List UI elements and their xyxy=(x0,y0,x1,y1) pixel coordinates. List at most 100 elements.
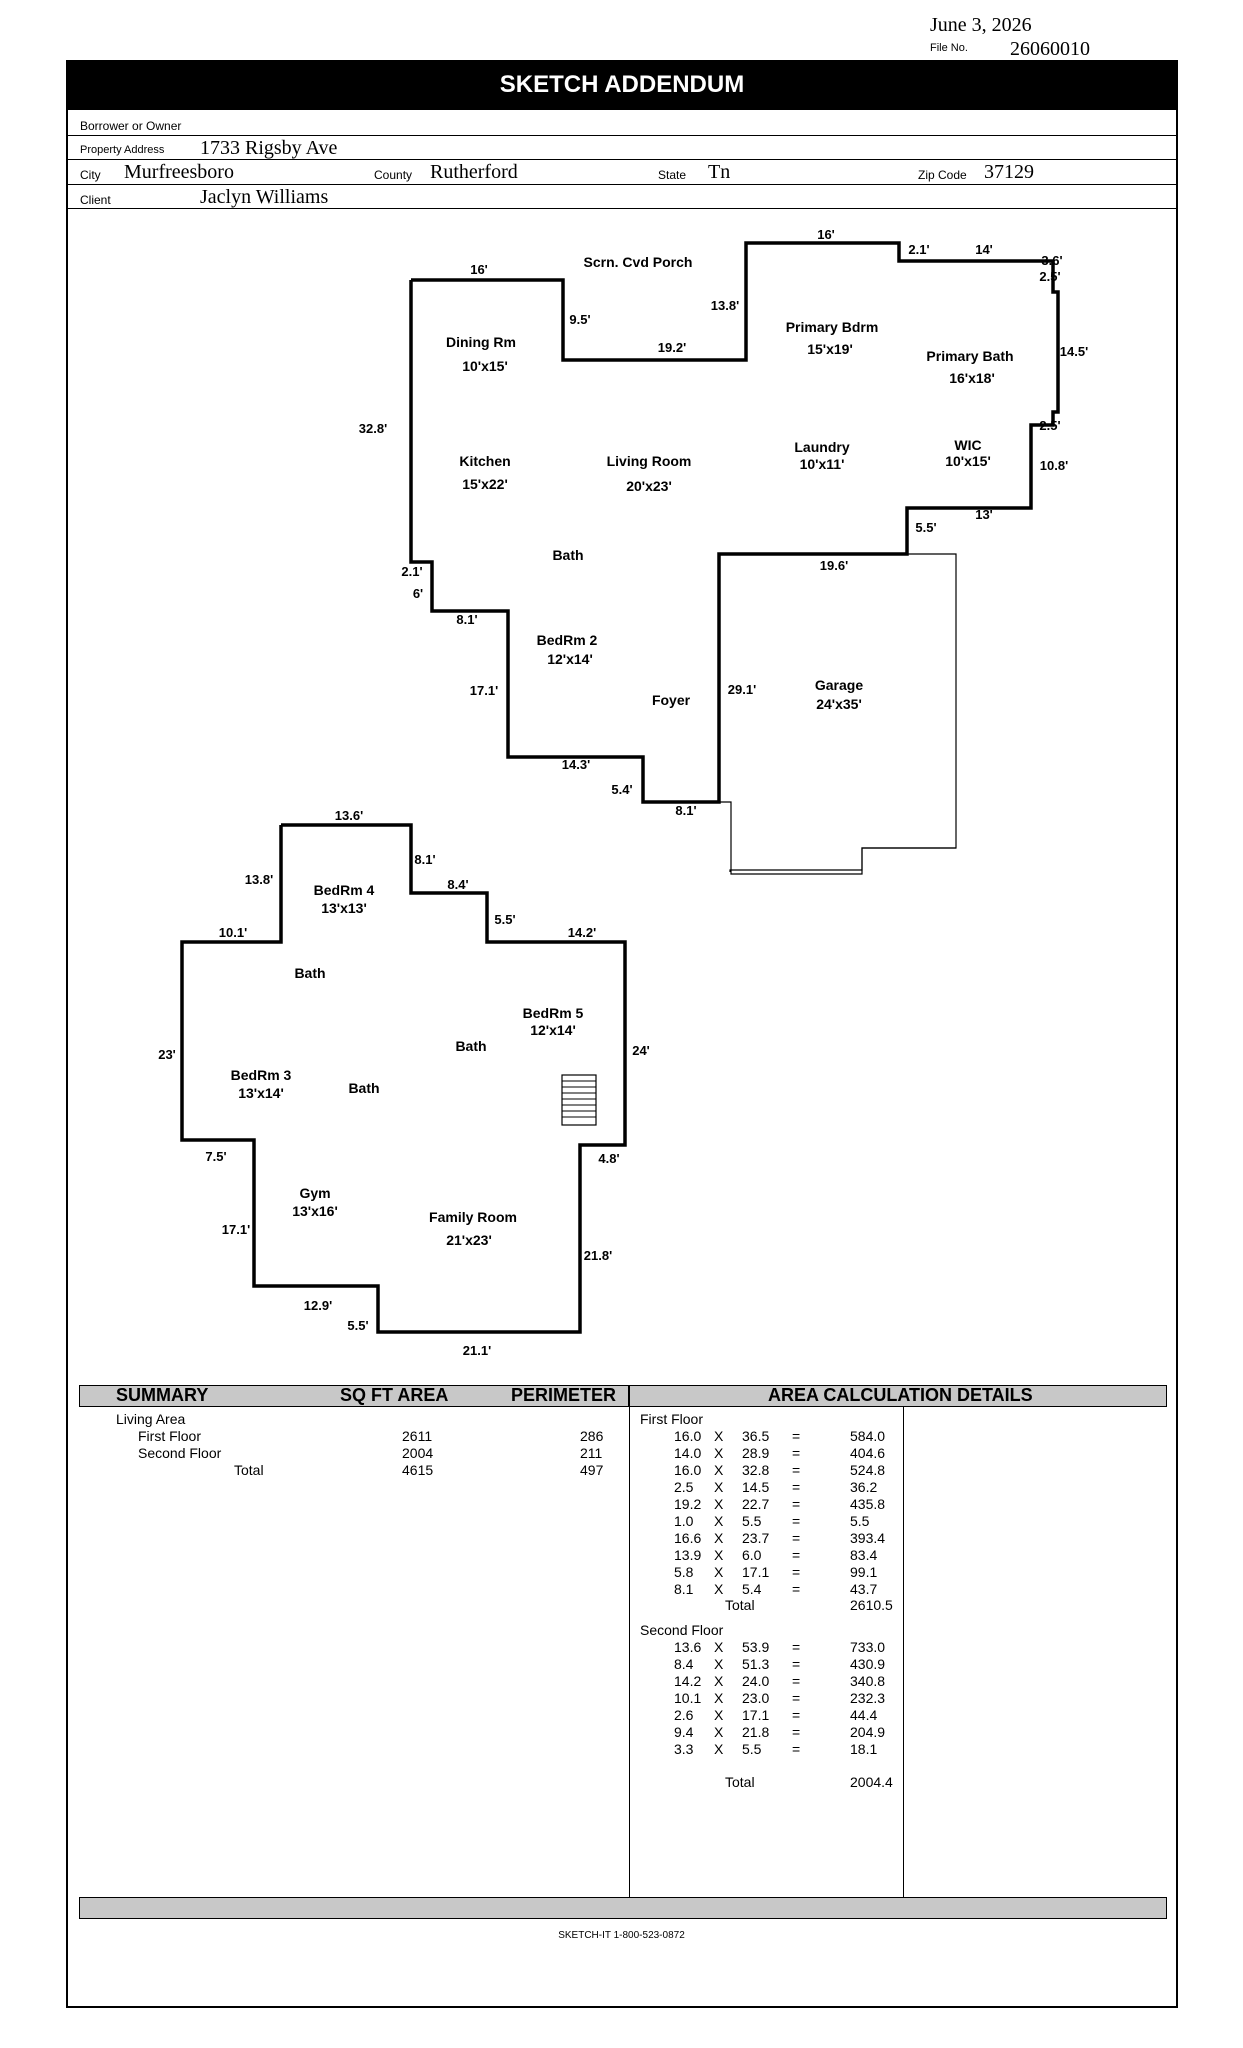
dimension-label: 14.3' xyxy=(562,757,590,772)
room-label: 13'x13' xyxy=(321,900,367,916)
summary-row-label: Second Floor xyxy=(138,1445,222,1461)
calc-width: 16.0 xyxy=(674,1428,702,1444)
calc-x: X xyxy=(714,1564,724,1580)
calc-area: 430.9 xyxy=(850,1656,886,1672)
calc-eq: = xyxy=(792,1673,801,1689)
calc-length: 5.5 xyxy=(742,1741,762,1757)
calc-eq: = xyxy=(792,1741,801,1757)
calc-area: 204.9 xyxy=(850,1724,886,1740)
dimension-label: 17.1' xyxy=(222,1222,250,1237)
summary-row-label: First Floor xyxy=(138,1428,201,1444)
footer-text: SKETCH-IT 1-800-523-0872 xyxy=(558,1930,685,1941)
dimension-label: 13' xyxy=(975,507,993,522)
dimension-label: 8.4' xyxy=(447,877,468,892)
room-label: Bath xyxy=(294,965,325,981)
room-label: Primary Bath xyxy=(926,348,1013,364)
dimension-label: 7.5' xyxy=(205,1149,226,1164)
calc-x: X xyxy=(714,1673,724,1689)
footer-bar xyxy=(79,1897,1167,1919)
calc-area: 584.0 xyxy=(850,1428,886,1444)
calc-eq: = xyxy=(792,1479,801,1495)
calc-width: 16.0 xyxy=(674,1462,702,1478)
calc-area: 524.8 xyxy=(850,1462,886,1478)
room-label: 20'x23' xyxy=(626,478,672,494)
summary-header: SUMMARY xyxy=(116,1385,209,1405)
zip-value: 37129 xyxy=(984,161,1034,183)
calc-x: X xyxy=(714,1445,724,1461)
dimension-label: 4.8' xyxy=(598,1151,619,1166)
calc-eq: = xyxy=(792,1690,801,1706)
room-label: BedRm 5 xyxy=(523,1005,584,1021)
room-label: Living Room xyxy=(607,453,692,469)
calc-area: 99.1 xyxy=(850,1564,878,1580)
room-label: Foyer xyxy=(652,692,691,708)
divider xyxy=(66,135,1178,136)
summary-row-perimeter: 497 xyxy=(580,1462,604,1478)
calc-width: 2.6 xyxy=(674,1707,694,1723)
dimension-label: 16' xyxy=(470,262,488,277)
dimension-label: 10.1' xyxy=(219,925,247,940)
calc-width: 9.4 xyxy=(674,1724,694,1740)
calc-x: X xyxy=(714,1707,724,1723)
garage-outline-lower xyxy=(719,801,940,875)
garage-outline xyxy=(719,553,957,872)
file-no: 26060010 xyxy=(1010,38,1090,60)
dimension-label: 21.8' xyxy=(584,1248,612,1263)
summary-header-bar xyxy=(79,1385,629,1407)
county-label: County xyxy=(374,168,413,182)
summary-row-area: 2611 xyxy=(402,1428,433,1444)
room-label: 24'x35' xyxy=(816,696,862,712)
calc-eq: = xyxy=(792,1462,801,1478)
calc-width: 13.9 xyxy=(674,1547,702,1563)
city-value: Murfreesboro xyxy=(124,161,234,183)
calc-length: 5.5 xyxy=(742,1513,762,1529)
calc-length: 17.1 xyxy=(742,1707,770,1723)
calc-row: 8.1 X 5.4 = 43.7 xyxy=(640,1581,900,1598)
dimension-label: 13.6' xyxy=(335,808,363,823)
calc-x: X xyxy=(714,1496,724,1512)
divider xyxy=(66,184,1178,185)
dimension-label: 14' xyxy=(975,242,993,257)
calc-eq: = xyxy=(792,1581,801,1597)
room-label: Dining Rm xyxy=(446,334,516,350)
calc-area: 340.8 xyxy=(850,1673,886,1689)
dimension-label: 2.5' xyxy=(1039,269,1060,284)
calc-width: 13.6 xyxy=(674,1639,702,1655)
room-label: Bath xyxy=(348,1080,379,1096)
room-label: BedRm 2 xyxy=(537,632,598,648)
calc-total-label: Total xyxy=(725,1597,755,1613)
dimension-label: 19.6' xyxy=(820,558,848,573)
calc-area: 43.7 xyxy=(850,1581,878,1597)
room-label: Garage xyxy=(815,677,863,693)
calc-length: 5.4 xyxy=(742,1581,762,1597)
calc-area: 83.4 xyxy=(850,1547,878,1563)
room-label: Family Room xyxy=(429,1209,517,1225)
dimension-label: 2.1' xyxy=(908,242,929,257)
address-label: Property Address xyxy=(80,144,165,156)
calc-area: 36.2 xyxy=(850,1479,878,1495)
zip-label: Zip Code xyxy=(918,168,967,182)
room-label: Bath xyxy=(455,1038,486,1054)
room-label: 10'x15' xyxy=(462,358,508,374)
calc-x: X xyxy=(714,1581,724,1597)
calc-eq: = xyxy=(792,1639,801,1655)
calc-x: X xyxy=(714,1656,724,1672)
calc-length: 53.9 xyxy=(742,1639,770,1655)
city-label: City xyxy=(80,168,101,182)
dimension-label: 5.4' xyxy=(611,782,632,797)
calc-length: 6.0 xyxy=(742,1547,762,1563)
first-floor-outline xyxy=(409,241,1060,804)
calc-width: 8.1 xyxy=(674,1581,694,1597)
area-header: SQ FT AREA xyxy=(340,1385,449,1405)
divider xyxy=(66,208,1178,209)
calc-length: 28.9 xyxy=(742,1445,770,1461)
room-label: 13'x16' xyxy=(292,1203,338,1219)
